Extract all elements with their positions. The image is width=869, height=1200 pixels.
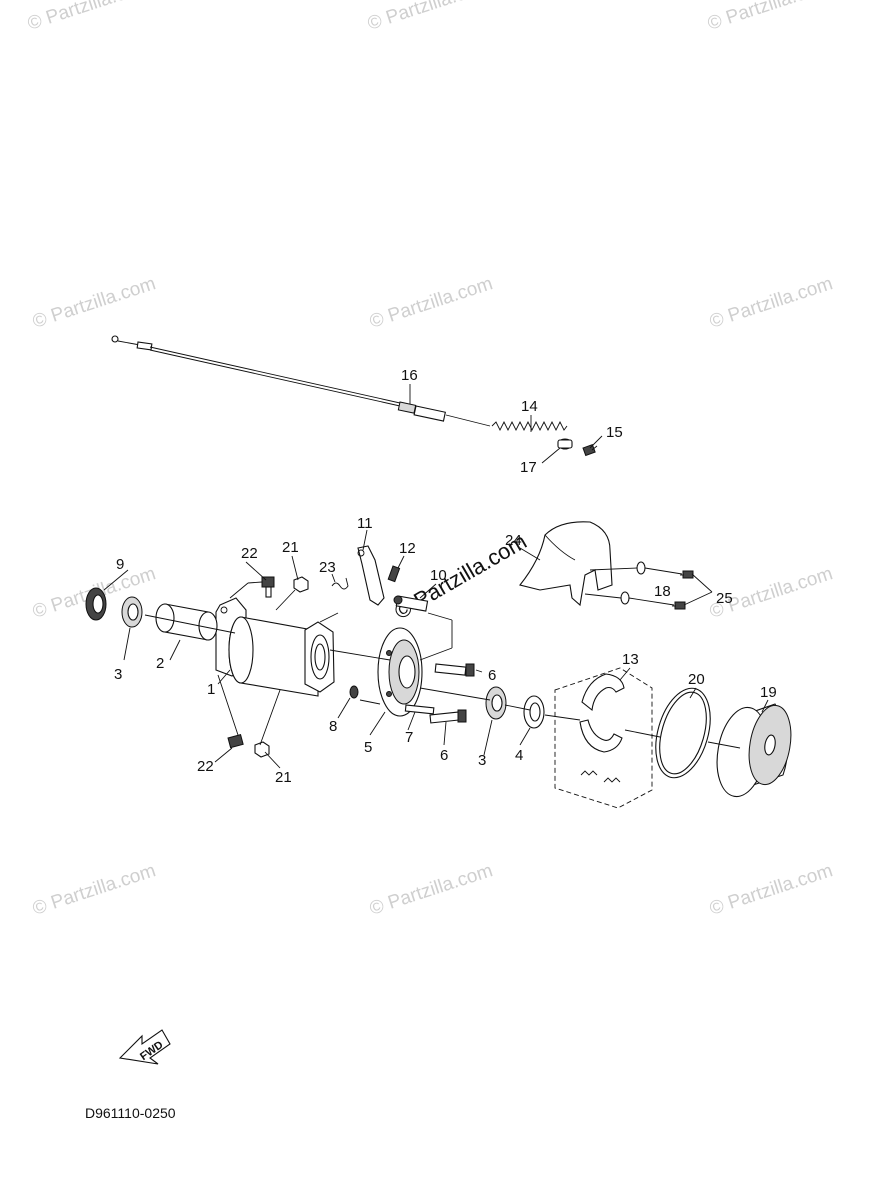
spacer <box>349 685 359 699</box>
callout-3-left: 3 <box>114 666 122 683</box>
callout-2: 2 <box>156 655 164 672</box>
screw-lower <box>672 601 686 610</box>
oil-seal-right <box>523 695 545 729</box>
diagram-code: D961110-0250 <box>85 1105 176 1121</box>
callout-11: 11 <box>357 515 373 532</box>
callout-5: 5 <box>364 739 372 756</box>
callouts: 1 2 3 3 4 5 6 6 7 8 9 10 11 12 13 14 15 … <box>114 367 777 786</box>
brake-plate <box>377 627 423 717</box>
callout-14: 14 <box>521 398 538 415</box>
oil-seal <box>85 587 107 621</box>
bearing-left <box>121 596 143 628</box>
collar <box>155 603 218 641</box>
fwd-arrow: FWD <box>118 1029 171 1065</box>
callout-22-top: 22 <box>241 545 258 562</box>
callout-24: 24 <box>505 532 522 549</box>
washer-lower <box>620 591 630 605</box>
callout-leaders <box>103 384 769 769</box>
bolt-22-top <box>261 576 275 598</box>
brake-shoe-set <box>554 667 653 809</box>
callout-3-right: 3 <box>478 752 486 769</box>
bolt-upper <box>434 663 475 677</box>
watermark: © Partzilla.com <box>707 860 835 920</box>
watermark: © Partzilla.com <box>367 273 495 333</box>
callout-1: 1 <box>207 681 215 698</box>
callout-12: 12 <box>399 540 416 557</box>
callout-6-upper: 6 <box>488 667 496 684</box>
callout-20: 20 <box>688 671 705 688</box>
watermark: © Partzilla.com <box>705 0 833 35</box>
callout-17: 17 <box>520 459 537 476</box>
bolt-lower <box>429 709 467 724</box>
callout-15: 15 <box>606 424 623 441</box>
adjust-spring <box>491 420 568 432</box>
callout-8: 8 <box>329 718 337 735</box>
watermarks: © Partzilla.com © Partzilla.com © Partzi… <box>25 0 835 920</box>
callout-25: 25 <box>716 590 733 607</box>
washer-upper <box>636 561 646 575</box>
adjust-nut <box>582 443 598 457</box>
callout-6-lower: 6 <box>440 747 448 764</box>
brake-cable <box>111 335 491 427</box>
watermark: © Partzilla.com <box>367 860 495 920</box>
callout-21-top: 21 <box>282 539 299 556</box>
screw-upper <box>680 570 694 579</box>
callout-4: 4 <box>515 747 523 764</box>
pin <box>404 704 435 715</box>
nut-21-top <box>293 576 309 593</box>
brake-cover <box>519 521 613 607</box>
axle-housing <box>215 597 319 697</box>
return-spring <box>331 577 349 590</box>
callout-9: 9 <box>116 556 124 573</box>
cable-pin <box>557 438 573 450</box>
assembly-lines <box>144 567 741 749</box>
watermark: © Partzilla.com <box>30 273 158 333</box>
callout-10: 10 <box>430 567 447 584</box>
callout-16: 16 <box>401 367 418 384</box>
watermark: © Partzilla.com <box>365 0 493 35</box>
camshaft <box>393 595 429 612</box>
watermark: © Partzilla.com <box>30 860 158 920</box>
brake-lever <box>357 545 385 606</box>
callout-19: 19 <box>760 684 777 701</box>
callout-18: 18 <box>654 583 671 600</box>
watermark: © Partzilla.com <box>707 273 835 333</box>
callout-22-bottom: 22 <box>197 758 214 775</box>
lever-bolt <box>387 565 401 583</box>
bolt-22-bottom <box>227 734 244 749</box>
nut-21-bottom <box>254 741 270 758</box>
callout-13: 13 <box>622 651 639 668</box>
flange-plate <box>304 621 335 693</box>
watermark: © Partzilla.com <box>25 0 153 35</box>
bearing-right <box>485 686 507 720</box>
callout-7: 7 <box>405 729 413 746</box>
brake-drum <box>716 703 792 798</box>
o-ring <box>655 687 711 779</box>
callout-23: 23 <box>319 559 336 576</box>
callout-21-bottom: 21 <box>275 769 292 786</box>
